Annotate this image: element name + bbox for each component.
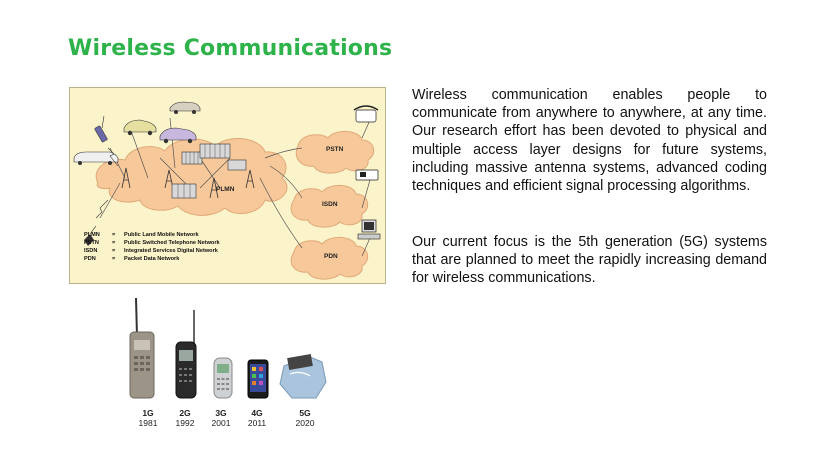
candybar-phone-icon	[175, 310, 197, 399]
pdn-label: PDN	[324, 253, 338, 260]
focus-paragraph: Our current focus is the 5th generation …	[412, 234, 767, 287]
legend-row: PDN = Packet Data Network	[84, 255, 220, 263]
legend-row: ISDN = Integrated Services Digital Netwo…	[84, 247, 220, 255]
legend-def: Public Land Mobile Network	[124, 232, 199, 238]
feature-phone-icon	[213, 357, 233, 399]
generation-item: 2G 1992	[172, 408, 198, 428]
generation-label: 3G	[215, 408, 227, 418]
legend-def: Packet Data Network	[124, 256, 180, 262]
network-diagram-graphic	[73, 101, 381, 280]
generation-item: 5G 2020	[292, 408, 318, 428]
plmn-cloud	[95, 138, 288, 216]
phone-generations-graphic	[129, 297, 327, 399]
legend-abbr: ISDN	[84, 248, 98, 254]
isdn-label: ISDN	[322, 201, 338, 208]
page-title: Wireless Communications	[68, 36, 393, 61]
brick-phone-icon	[129, 297, 155, 399]
legend-eq: =	[112, 240, 116, 246]
generation-year: 2011	[247, 418, 267, 428]
generation-year: 2001	[211, 418, 231, 428]
towers	[121, 167, 255, 199]
legend-abbr: PDN	[84, 256, 96, 262]
legend-eq: =	[112, 232, 116, 238]
legend-abbr: PLMN	[84, 232, 100, 238]
legend-eq: =	[112, 248, 116, 254]
generation-label: 5G	[299, 408, 311, 418]
switching-equipment	[171, 143, 247, 199]
isdn-phone-icon	[355, 169, 379, 181]
generation-label: 2G	[179, 408, 191, 418]
generation-year: 1992	[175, 418, 195, 428]
legend-eq: =	[112, 256, 116, 262]
generation-label: 4G	[251, 408, 263, 418]
radio-signals	[95, 147, 119, 219]
legend-row: PLMN = Public Land Mobile Network	[84, 231, 220, 239]
computer-icon	[357, 219, 381, 240]
legend-row: PSTN = Public Switched Telephone Network	[84, 239, 220, 247]
generation-item: 1G 1981	[136, 408, 160, 428]
generation-item: 4G 2011	[244, 408, 270, 428]
legend-abbr: PSTN	[84, 240, 99, 246]
telephone-icon	[353, 105, 379, 123]
pstn-label: PSTN	[326, 146, 344, 153]
network-diagram: PSTN ISDN PDN PLMN PLMN = Public Land Mo…	[69, 87, 386, 284]
intro-paragraph: Wireless communication enables people to…	[412, 87, 767, 195]
mobile-phones	[84, 115, 108, 246]
pstn-cloud	[295, 131, 375, 174]
diagram-legend: PLMN = Public Land Mobile Network PSTN =…	[84, 231, 220, 263]
smartphone-icon	[247, 359, 269, 399]
vehicles	[73, 101, 201, 165]
pdn-cloud	[290, 237, 369, 280]
generation-year: 2020	[295, 418, 315, 428]
generation-year: 1981	[138, 418, 158, 428]
isdn-cloud	[290, 185, 369, 228]
generation-item: 3G 2001	[208, 408, 234, 428]
hand-device-icon	[279, 354, 327, 399]
plmn-label: PLMN	[216, 186, 235, 193]
phone-generations: 1G 1981 2G 1992 3G 2001 4G 2011 5G 2020	[120, 296, 350, 436]
generation-label: 1G	[142, 408, 154, 418]
legend-def: Integrated Services Digital Network	[124, 248, 218, 254]
legend-def: Public Switched Telephone Network	[124, 240, 220, 246]
